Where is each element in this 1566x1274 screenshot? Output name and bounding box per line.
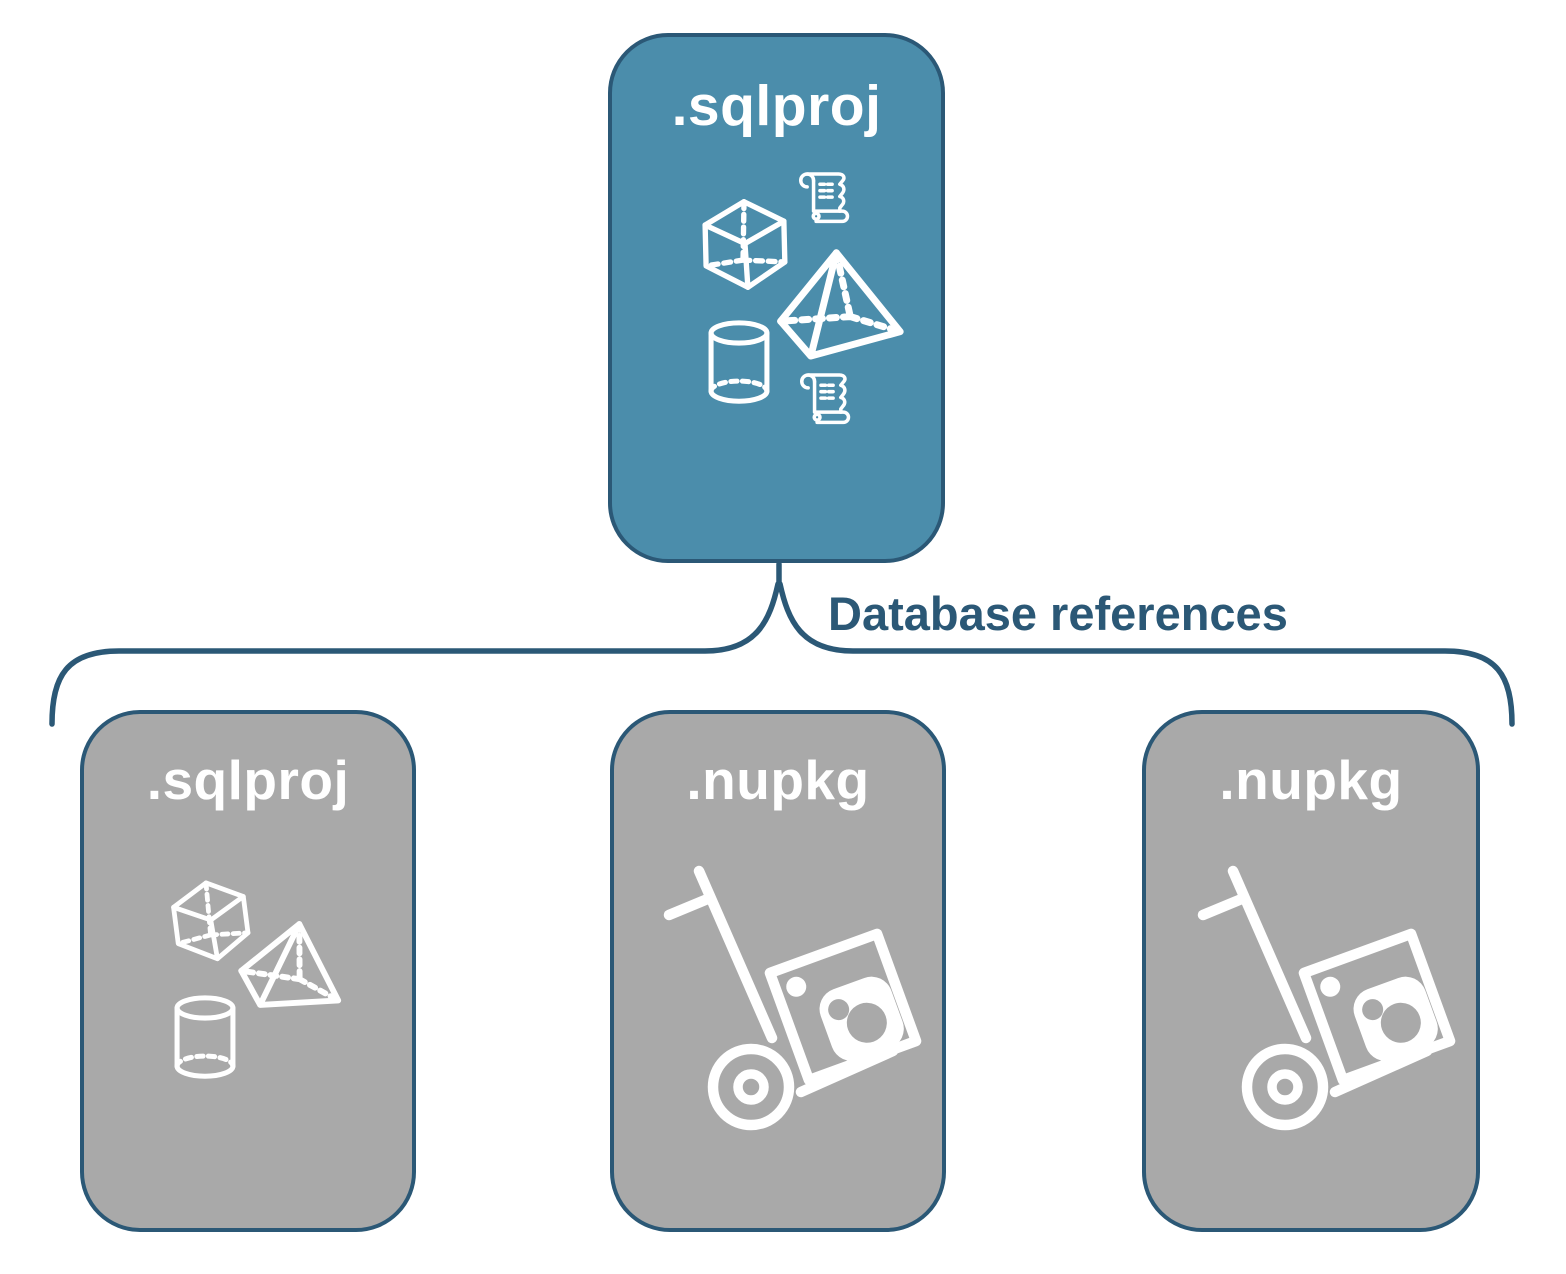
nupkg-reference-card-label: .nupkg: [1219, 749, 1403, 811]
nuget-trolley-icon: [1184, 858, 1476, 1139]
sqlproj-reference-card: .sqlproj: [80, 710, 416, 1232]
sqlproj-top-card-label: .sqlproj: [671, 74, 882, 138]
scroll-icon: [796, 367, 860, 433]
cylinder-icon: [170, 994, 240, 1084]
nuget-trolley-icon: [650, 858, 942, 1139]
nupkg-reference-card-label: .nupkg: [686, 749, 870, 811]
connector-label: Database references: [828, 587, 1288, 640]
sqlproj-top-card: .sqlproj: [608, 33, 945, 563]
nupkg-reference-card: .nupkg: [1142, 710, 1480, 1232]
pyramid-icon: [230, 909, 358, 1028]
cylinder-icon: [704, 319, 774, 409]
nupkg-reference-card: .nupkg: [610, 710, 946, 1232]
pyramid-icon: [774, 247, 908, 363]
scroll-icon: [795, 167, 859, 231]
sqlproj-reference-card-label: .sqlproj: [146, 749, 350, 811]
